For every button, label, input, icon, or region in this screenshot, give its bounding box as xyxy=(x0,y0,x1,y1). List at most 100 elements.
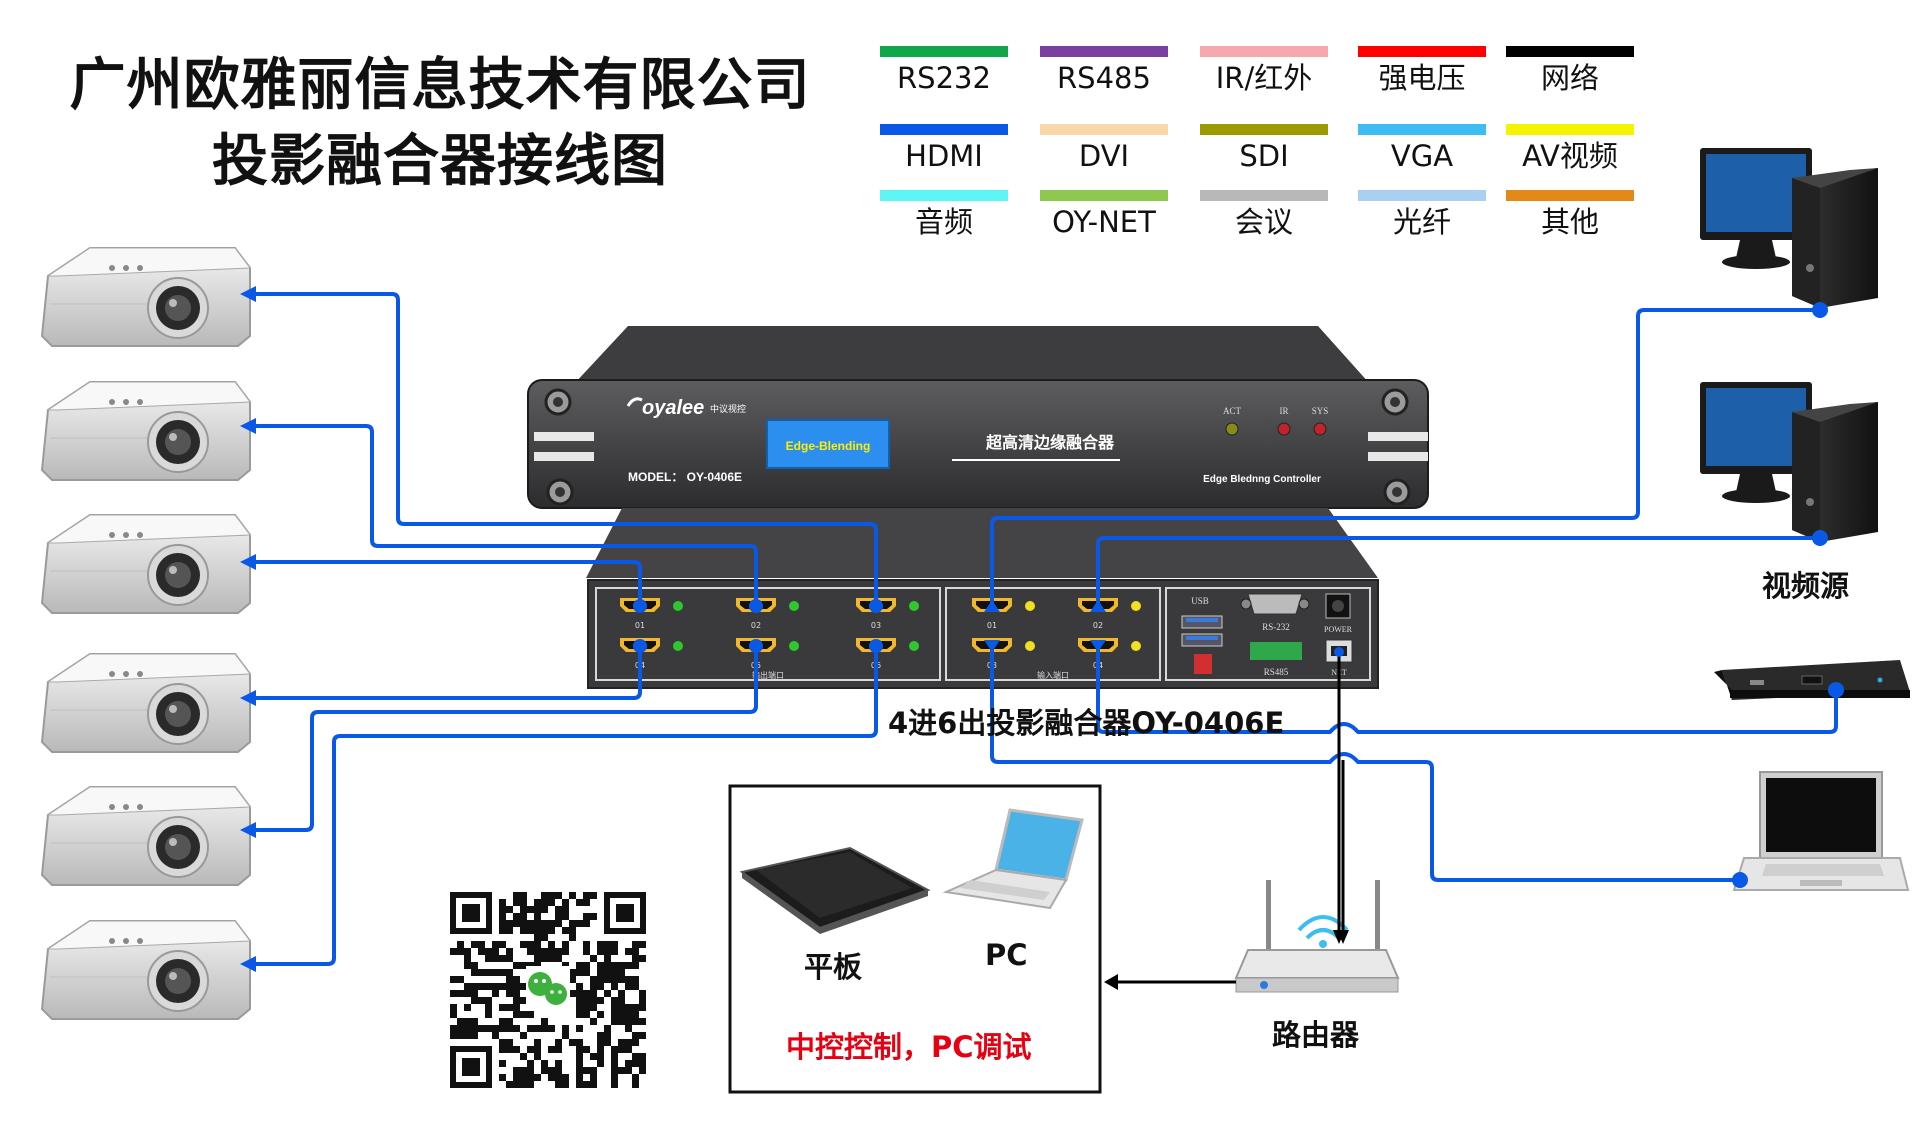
input-ports-panel xyxy=(945,587,1161,681)
projector-5 xyxy=(41,786,251,886)
power-label: POWER xyxy=(1324,625,1353,634)
legend-color-bar xyxy=(1358,46,1486,57)
in-port-label-1: 01 xyxy=(987,621,997,630)
pc-label: PC xyxy=(985,938,1028,972)
legend-label: RS232 xyxy=(897,61,991,95)
legend-item: DVI xyxy=(1040,124,1168,173)
legend-color-bar xyxy=(1040,124,1168,135)
projector-arrows xyxy=(240,286,1106,972)
output-ports-panel xyxy=(595,587,941,681)
desktop-pc-icon xyxy=(1700,148,1878,308)
cable-end-dots xyxy=(633,302,1844,888)
legend-item: 强电压 xyxy=(1358,46,1486,95)
legend-color-bar xyxy=(1358,124,1486,135)
legend-label: 音频 xyxy=(914,205,973,239)
page-title: 广州欧雅丽信息技术有限公司 xyxy=(69,53,811,118)
out-port-label-1: 01 xyxy=(635,621,645,630)
legend-color-bar xyxy=(1506,124,1634,135)
legend-item: 音频 xyxy=(880,190,1008,239)
legend-color-bar xyxy=(1200,190,1328,201)
indicator-label-act: ACT xyxy=(1223,406,1242,416)
page-subtitle: 投影融合器接线图 xyxy=(212,129,668,194)
output-panel-label: 输出端口 xyxy=(752,670,784,680)
brand-logo: oyalee xyxy=(642,397,704,419)
device-caption: 4进6出投影融合器OY-0406E xyxy=(888,706,1285,740)
tablet-label: 平板 xyxy=(804,950,863,984)
legend-label: 光纤 xyxy=(1392,205,1451,239)
legend-color-bar xyxy=(1506,190,1634,201)
legend-item: IR/红外 xyxy=(1200,46,1328,95)
control-ports-panel xyxy=(1165,587,1371,681)
edge-blending-controller: oyalee 中议视控 Edge-Blending MODEL： OY-0406… xyxy=(527,326,1429,689)
rs485-label: RS485 xyxy=(1264,667,1289,677)
legend-label: AV视频 xyxy=(1522,139,1618,173)
legend-label: OY-NET xyxy=(1052,205,1156,239)
projector-icon xyxy=(41,381,251,481)
legend-color-bar xyxy=(1040,190,1168,201)
projector-4 xyxy=(41,653,251,753)
rs232-port xyxy=(1247,593,1303,615)
rs232-label: RS-232 xyxy=(1262,622,1290,632)
legend-label: 会议 xyxy=(1234,205,1293,239)
qr-code xyxy=(446,888,650,1092)
legend-item: RS232 xyxy=(880,46,1008,95)
legend-label: 其他 xyxy=(1540,205,1599,239)
video-source-label: 视频源 xyxy=(1762,569,1850,603)
set-top-box-icon xyxy=(1714,660,1910,700)
legend-color-bar xyxy=(1200,124,1328,135)
projector-icon xyxy=(41,247,251,347)
legend-color-bar xyxy=(880,190,1008,201)
input-panel-label: 输入端口 xyxy=(1037,670,1069,680)
legend-label: HDMI xyxy=(905,139,983,173)
out-port-label-3: 03 xyxy=(871,621,881,630)
out-port-label-2: 02 xyxy=(751,621,761,630)
projector-icon xyxy=(41,653,251,753)
router-icon xyxy=(1234,880,1400,993)
network-cable xyxy=(1112,656,1345,984)
legend-label: VGA xyxy=(1390,139,1454,173)
indicator-label-sys: SYS xyxy=(1312,406,1329,416)
legend-label: IR/红外 xyxy=(1215,61,1313,95)
lcd-screen xyxy=(766,419,890,469)
projector-2 xyxy=(41,381,251,481)
router-label: 路由器 xyxy=(1272,1018,1360,1052)
legend-label: RS485 xyxy=(1057,61,1151,95)
video-source-pc-2 xyxy=(1700,382,1878,542)
legend-item: 光纤 xyxy=(1358,190,1486,239)
act-led xyxy=(1225,422,1239,436)
legend-color-bar xyxy=(1358,190,1486,201)
projector-6 xyxy=(41,920,251,1020)
video-source-pc-1 xyxy=(1700,148,1878,308)
legend-item: 会议 xyxy=(1200,190,1328,239)
desktop-pc-icon xyxy=(1700,382,1878,542)
legend-color-bar xyxy=(1506,46,1634,57)
legend-color-bar xyxy=(1040,46,1168,57)
legend-item: SDI xyxy=(1200,124,1328,173)
in-port-label-2: 02 xyxy=(1093,621,1103,630)
laptop-icon xyxy=(1732,771,1910,891)
device-name-en: Edge Blednng Controller xyxy=(1203,474,1321,485)
rs485-terminal xyxy=(1250,642,1302,660)
legend-item: 网络 xyxy=(1506,46,1634,95)
legend-item: 其他 xyxy=(1506,190,1634,239)
legend-item: HDMI xyxy=(880,124,1008,173)
projector-1 xyxy=(41,247,251,347)
ir-led xyxy=(1277,422,1291,436)
legend-color-bar xyxy=(1200,46,1328,57)
network-arrows xyxy=(1104,930,1349,990)
brand-sub: 中议视控 xyxy=(710,403,746,415)
net-port-dot xyxy=(1334,647,1344,657)
dip-switch xyxy=(1194,654,1212,674)
legend-label: SDI xyxy=(1239,139,1289,173)
pc-laptop-icon xyxy=(942,808,1084,910)
tablet-icon xyxy=(739,846,931,934)
legend-label: 强电压 xyxy=(1378,61,1466,95)
projector-icon xyxy=(41,514,251,614)
model-label: MODEL： OY-0406E xyxy=(628,470,742,484)
legend-item: VGA xyxy=(1358,124,1486,173)
projector-icon xyxy=(41,920,251,1020)
lcd-text: Edge-Blending xyxy=(786,439,871,453)
device-name-cn: 超高清边缘融合器 xyxy=(985,433,1115,452)
control-note: 中控控制，PC调试 xyxy=(786,1030,1032,1064)
